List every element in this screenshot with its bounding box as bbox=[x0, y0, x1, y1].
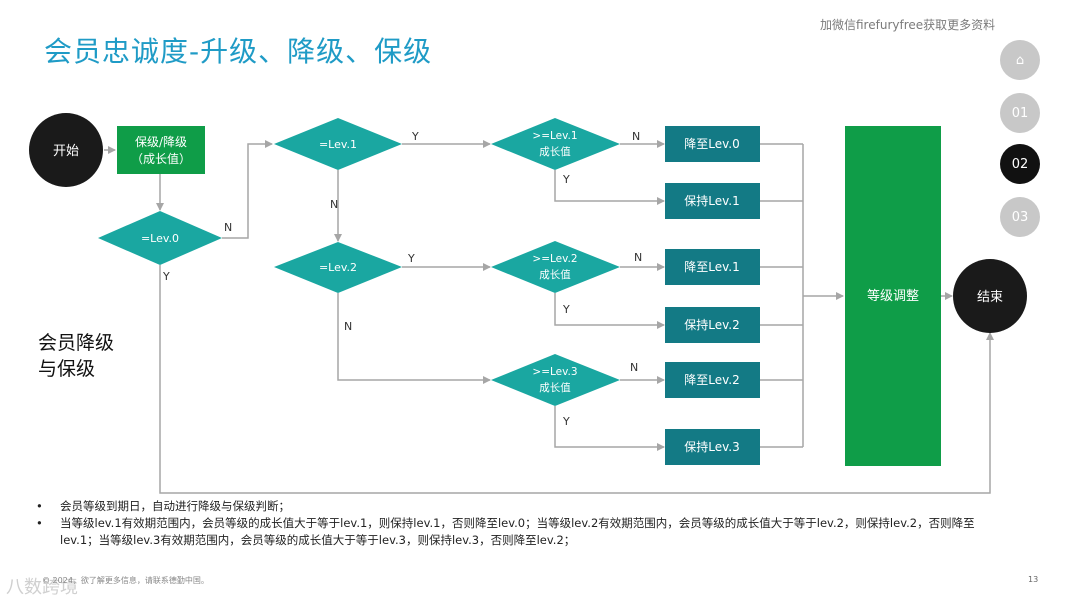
nav-section-01[interactable]: 01 bbox=[1000, 93, 1040, 133]
bullet-item: 会员等级到期日，自动进行降级与保级判断； bbox=[36, 498, 1006, 515]
label-no-c1: N bbox=[632, 130, 640, 143]
decision-lev1 bbox=[274, 118, 402, 170]
arrow-lev0-no bbox=[222, 140, 273, 239]
slide-title: 会员忠诚度-升级、降级、保级 bbox=[44, 35, 433, 68]
arrow-c2-yes bbox=[554, 293, 665, 329]
label-no-c2: N bbox=[634, 251, 642, 264]
decision-lev2 bbox=[274, 242, 402, 293]
label-yes-lev1: Y bbox=[411, 130, 419, 143]
home-icon: ⌂ bbox=[1015, 52, 1025, 68]
decision-lev0-label: =Lev.0 bbox=[141, 232, 179, 245]
label-yes-c2: Y bbox=[562, 303, 570, 316]
check-lev2-line1: >=Lev.2 bbox=[532, 253, 577, 265]
side-label-line1: 会员降级 bbox=[38, 332, 115, 354]
check-lev2-growth bbox=[491, 241, 620, 293]
level-adjust-box bbox=[845, 126, 941, 466]
check-lev3-growth bbox=[491, 354, 620, 406]
result-keep-lev2-label: 保持Lev.2 bbox=[684, 317, 739, 332]
result-keep-lev2 bbox=[665, 307, 760, 343]
arrow-lev0-yes bbox=[159, 265, 994, 494]
level-adjust-label: 等级调整 bbox=[867, 288, 919, 304]
result-keep-lev1 bbox=[665, 183, 760, 219]
label-no-lev1: N bbox=[330, 198, 338, 211]
label-yes-lev0: Y bbox=[162, 270, 170, 283]
result-down-lev2-label: 降至Lev.2 bbox=[684, 373, 739, 387]
check-lev3-line2: 成长值 bbox=[539, 381, 571, 394]
bullet-list: 会员等级到期日，自动进行降级与保级判断； 当等级lev.1有效期范围内，会员等级… bbox=[36, 498, 1006, 549]
decision-lev0 bbox=[98, 211, 222, 265]
label-no-lev0: N bbox=[224, 221, 232, 234]
step-label-line1: 保级/降级 bbox=[135, 135, 187, 149]
check-lev1-line1: >=Lev.1 bbox=[532, 130, 577, 142]
label-yes-lev2: Y bbox=[407, 252, 415, 265]
side-label: 会员降级 与保级 bbox=[38, 330, 158, 382]
start-label: 开始 bbox=[53, 144, 79, 159]
result-down-lev0-label: 降至Lev.0 bbox=[684, 137, 739, 151]
result-keep-lev1-label: 保持Lev.1 bbox=[684, 193, 739, 208]
nav-section-03[interactable]: 03 bbox=[1000, 197, 1040, 237]
arrow-c3-yes bbox=[554, 406, 665, 451]
result-down-lev2 bbox=[665, 362, 760, 398]
nav-home[interactable]: ⌂ bbox=[1000, 40, 1040, 80]
bullet-item: 当等级lev.1有效期范围内，会员等级的成长值大于等于lev.1，则保持lev.… bbox=[36, 515, 1006, 549]
connector-lines bbox=[104, 140, 994, 494]
watermark-text: 加微信firefuryfree获取更多资料 bbox=[820, 18, 996, 32]
check-lev1-growth bbox=[491, 118, 620, 170]
decision-lev1-label: =Lev.1 bbox=[319, 138, 357, 151]
end-label: 结束 bbox=[977, 290, 1003, 305]
start-node bbox=[29, 113, 103, 187]
label-no-lev2: N bbox=[344, 320, 352, 333]
nav-section-03-label: 03 bbox=[1011, 209, 1029, 225]
nav-section-01-label: 01 bbox=[1011, 105, 1029, 121]
arrow-lev2-no bbox=[337, 293, 491, 384]
page-number: 13 bbox=[1028, 575, 1039, 584]
brand-watermark: 八数跨境 bbox=[6, 577, 78, 598]
result-down-lev0 bbox=[665, 126, 760, 162]
label-yes-c1: Y bbox=[562, 173, 570, 186]
end-node bbox=[953, 259, 1027, 333]
result-down-lev1 bbox=[665, 249, 760, 285]
label-yes-c3: Y bbox=[562, 415, 570, 428]
result-keep-lev3 bbox=[665, 429, 760, 465]
step-box bbox=[117, 126, 205, 174]
arrow-c1-yes bbox=[554, 170, 665, 205]
decision-lev2-label: =Lev.2 bbox=[319, 261, 357, 274]
result-down-lev1-label: 降至Lev.1 bbox=[684, 260, 739, 274]
check-lev1-line2: 成长值 bbox=[539, 145, 571, 158]
label-no-c3: N bbox=[630, 361, 638, 374]
check-lev3-line1: >=Lev.3 bbox=[532, 366, 577, 378]
step-label-line2: （成长值） bbox=[131, 151, 191, 166]
check-lev2-line2: 成长值 bbox=[539, 268, 571, 281]
nav-section-02[interactable]: 02 bbox=[1000, 144, 1040, 184]
footer-text: © 2024，欲了解更多信息，请联系德勤中国。 bbox=[42, 576, 209, 585]
nav-section-02-label: 02 bbox=[1011, 156, 1029, 172]
result-keep-lev3-label: 保持Lev.3 bbox=[684, 439, 739, 454]
side-label-line2: 与保级 bbox=[38, 358, 96, 380]
